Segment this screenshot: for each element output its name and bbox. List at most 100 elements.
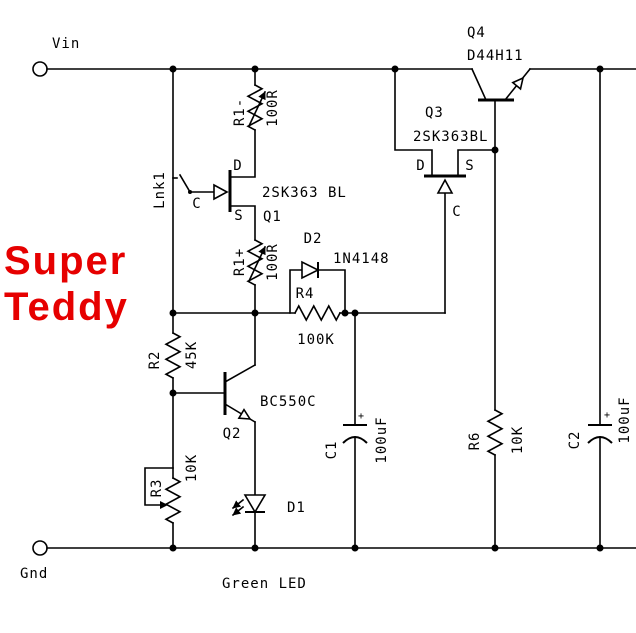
resistor-r1-plus: R1+ 100R bbox=[232, 238, 281, 366]
q3-drain-lead bbox=[394, 68, 433, 177]
junction-dot bbox=[596, 65, 604, 73]
vin-terminal: Vin bbox=[32, 36, 80, 77]
r6-ref: R6 bbox=[467, 432, 483, 451]
junction-dot bbox=[351, 309, 359, 317]
r6-zigzag bbox=[486, 408, 504, 457]
junction-dot bbox=[341, 309, 349, 317]
vin-label: Vin bbox=[52, 36, 80, 52]
junction-dot bbox=[391, 65, 399, 73]
r3-ref: R3 bbox=[149, 479, 165, 498]
junction-dot bbox=[169, 389, 177, 397]
d1-triangle bbox=[243, 494, 267, 514]
junction-dots bbox=[169, 65, 604, 552]
vin-terminal-circle bbox=[32, 61, 48, 77]
resistor-r2: R2 45K bbox=[147, 331, 200, 380]
r1-minus-adjust-arrow bbox=[247, 90, 267, 128]
q1-ref-label: Q1 bbox=[263, 209, 282, 225]
d2-part: 1N4148 bbox=[333, 251, 390, 267]
title-line-2: Teddy bbox=[4, 285, 129, 329]
r3-wiper-link bbox=[144, 467, 174, 506]
r3-value: 10K bbox=[184, 454, 200, 482]
jfet-q1: D S C 2SK363 BL Q1 bbox=[189, 129, 347, 241]
transistor-q4: Q4 D44H11 bbox=[467, 25, 532, 411]
c1-polarity: + bbox=[358, 411, 364, 422]
r2-ref: R2 bbox=[147, 351, 163, 370]
q4-emitter-arrow bbox=[511, 76, 525, 91]
d1-light-arrow-1 bbox=[231, 498, 245, 510]
r6-value: 10K bbox=[510, 426, 526, 454]
q3-ref-label: Q3 bbox=[425, 105, 444, 121]
junction-dot bbox=[251, 309, 259, 317]
r1-plus-ref: R1+ bbox=[232, 248, 248, 276]
r2-zigzag bbox=[164, 331, 182, 380]
capacitor-c1: + C1 100uF bbox=[324, 312, 390, 549]
junction-dot bbox=[351, 544, 359, 552]
r3-wiper-arrow bbox=[160, 501, 168, 509]
q1-part-label: 2SK363 BL bbox=[262, 185, 347, 201]
title: Super Teddy bbox=[4, 239, 129, 329]
q2-collector bbox=[223, 363, 257, 384]
link-blade bbox=[178, 173, 192, 194]
gnd-terminal-circle bbox=[32, 540, 48, 556]
c1-ref: C1 bbox=[324, 441, 340, 460]
c2-value: 100uF bbox=[617, 396, 633, 443]
q3-source-label: S bbox=[465, 158, 474, 174]
junction-dot bbox=[251, 65, 259, 73]
q3-source-lead bbox=[457, 149, 496, 177]
resistor-r3: R3 10K bbox=[144, 454, 200, 525]
junction-dot bbox=[491, 146, 499, 154]
q1-gate-label: C bbox=[192, 196, 201, 212]
c2-ref: C2 bbox=[567, 431, 583, 450]
r4-ref: R4 bbox=[296, 286, 315, 302]
junction-dot bbox=[169, 65, 177, 73]
q3-gate-label: C bbox=[452, 204, 461, 220]
resistor-r4: R4 100K bbox=[293, 286, 342, 348]
d2-cathode-lead bbox=[317, 269, 346, 314]
transistor-q2: BC550C Q2 bbox=[172, 363, 317, 442]
q1-drain-lead bbox=[229, 129, 256, 178]
gnd-terminal: Gnd bbox=[20, 540, 48, 582]
junction-dot bbox=[251, 544, 259, 552]
r1-minus-value: 100R bbox=[265, 89, 281, 127]
d1-description: Green LED bbox=[222, 576, 307, 592]
diode-d2: D2 1N4148 bbox=[289, 231, 390, 314]
c1-value: 100uF bbox=[374, 416, 390, 463]
resistor-r1-minus: R1- 100R bbox=[232, 68, 281, 132]
r1-plus-value: 100R bbox=[265, 243, 281, 281]
q3-gate-arrow bbox=[436, 178, 454, 194]
q4-collector bbox=[470, 67, 488, 102]
c2-polarity: + bbox=[604, 410, 610, 421]
r3-zigzag bbox=[164, 476, 182, 525]
jfet-q3: D S C Q3 2SK363BL bbox=[394, 68, 496, 314]
junction-dot bbox=[169, 544, 177, 552]
q3-drain-label: D bbox=[416, 158, 425, 174]
capacitor-c2: + C2 100uF bbox=[567, 68, 633, 549]
q2-part-label: BC550C bbox=[260, 394, 317, 410]
d1-light-arrow-2 bbox=[231, 505, 245, 517]
junction-dot bbox=[491, 544, 499, 552]
q4-part-label: D44H11 bbox=[467, 48, 524, 64]
d2-ref: D2 bbox=[304, 231, 323, 247]
r4-zigzag bbox=[293, 304, 342, 322]
q1-gate-arrow bbox=[213, 183, 229, 201]
q4-ref-label: Q4 bbox=[467, 25, 486, 41]
q1-source-lead bbox=[229, 205, 256, 241]
link-lnk1: Lnk1 bbox=[152, 171, 192, 209]
lnk1-label: Lnk1 bbox=[152, 171, 168, 209]
q1-drain-label: D bbox=[233, 158, 242, 174]
q1-source-label: S bbox=[234, 208, 243, 224]
r1-plus-adjust-arrow bbox=[247, 245, 267, 283]
r2-value: 45K bbox=[184, 341, 200, 369]
led-d1: D1 Green LED bbox=[222, 421, 307, 592]
q3-part-label: 2SK363BL bbox=[413, 129, 488, 145]
title-line-1: Super bbox=[4, 239, 127, 283]
d2-anode-lead bbox=[289, 269, 303, 314]
r1-minus-ref: R1- bbox=[232, 98, 248, 126]
junction-dot bbox=[169, 309, 177, 317]
d1-ref: D1 bbox=[287, 500, 306, 516]
gnd-label: Gnd bbox=[20, 566, 48, 582]
q2-emitter-arrow bbox=[237, 408, 252, 420]
junction-dot bbox=[596, 544, 604, 552]
q2-ref-label: Q2 bbox=[223, 426, 242, 442]
